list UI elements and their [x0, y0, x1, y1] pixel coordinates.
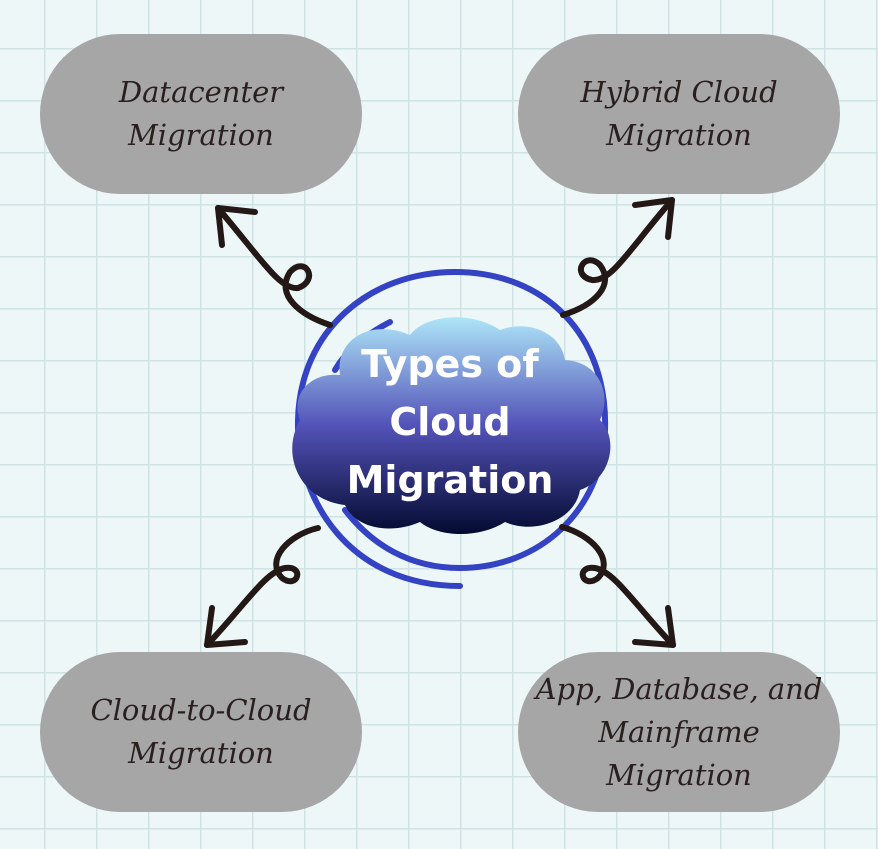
center-title-line: Migration	[346, 458, 554, 502]
arrows	[204, 197, 676, 648]
node-label: Cloud-to-Cloud	[90, 693, 312, 727]
node-label: Mainframe	[598, 714, 760, 749]
arrow-datacenter	[215, 205, 333, 328]
node-label: Migration	[606, 118, 752, 152]
node-label: Migration	[606, 757, 752, 792]
node-label: Datacenter	[118, 75, 284, 109]
arrow-cloud-to-cloud	[204, 525, 321, 648]
arrow-hybrid	[560, 197, 675, 318]
node-label: Migration	[128, 118, 274, 152]
arrow-app-db	[559, 524, 676, 648]
center-title-line: Types of	[361, 342, 539, 386]
cloud-shape	[292, 317, 611, 534]
center-title-line: Cloud	[389, 400, 511, 444]
node-label: Migration	[128, 736, 274, 770]
center-title: Types of Cloud Migration	[330, 335, 570, 509]
node-label: Hybrid Cloud	[580, 75, 778, 109]
node-label: App, Database, and	[535, 671, 823, 706]
